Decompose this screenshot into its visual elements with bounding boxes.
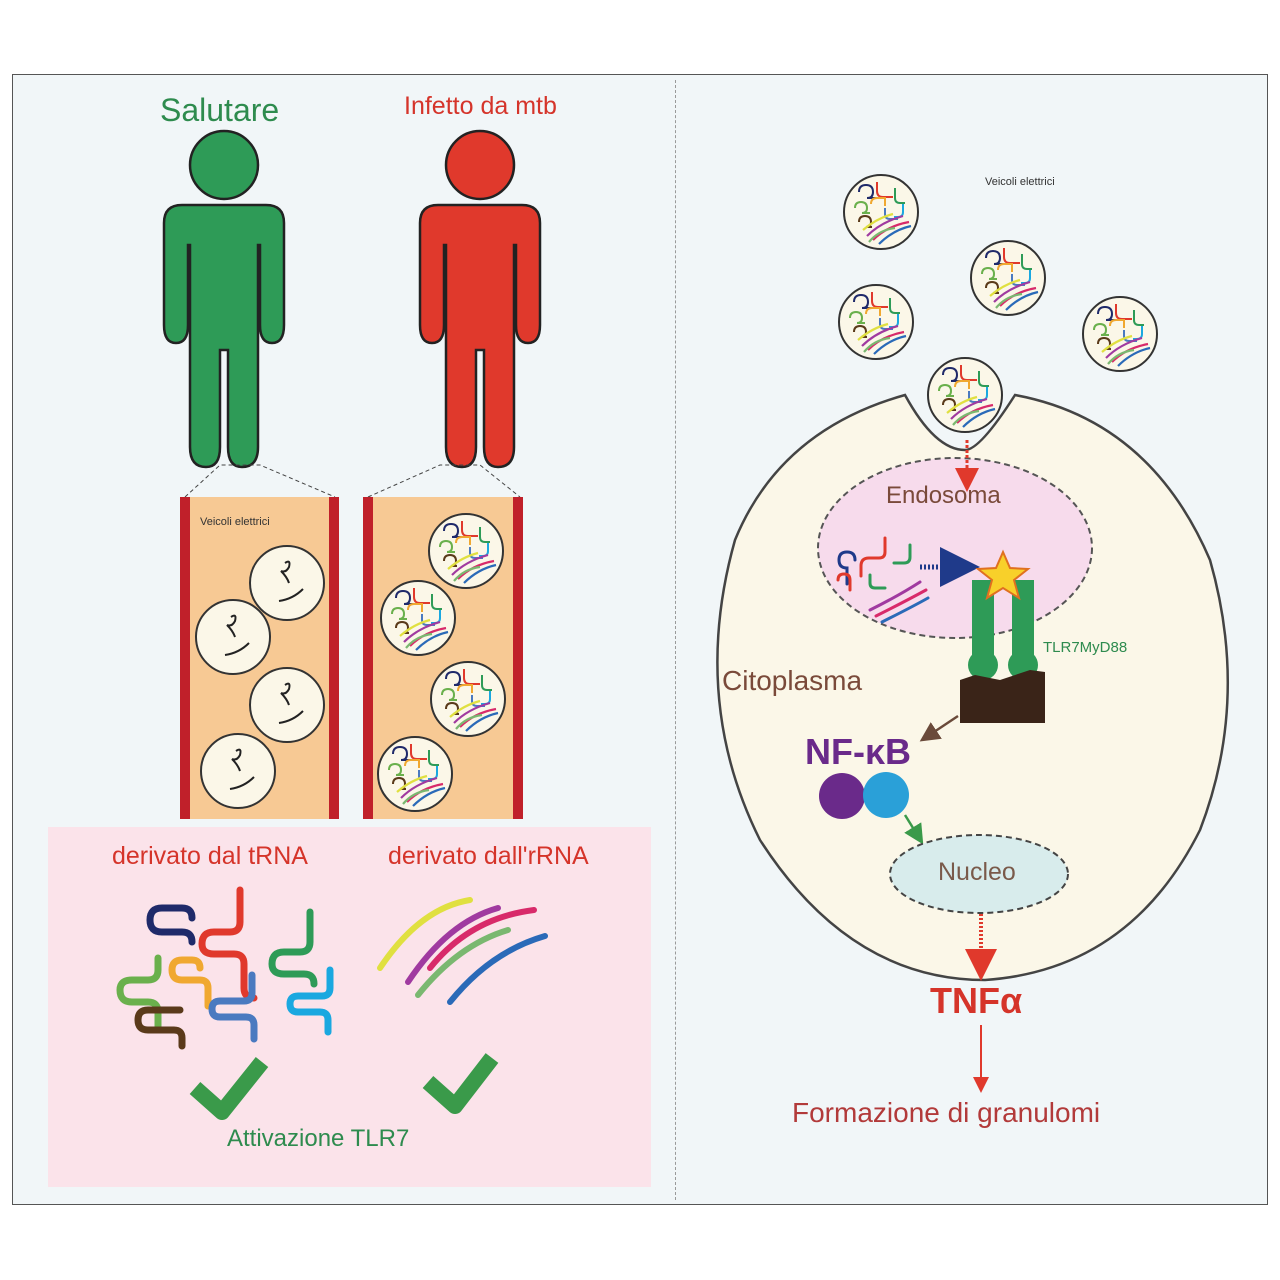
nfkb-p50-icon: [819, 773, 865, 819]
healthy-title: Salutare: [160, 92, 280, 128]
rna-vesicle-icon: [429, 514, 503, 588]
rna-vesicle-icon: [1083, 297, 1157, 371]
ev-label-right: Veicoli elettrici: [985, 176, 1055, 188]
entering-vesicle-icon: [928, 358, 1002, 432]
translocation-arrow: [903, 814, 924, 845]
plain-vesicle-icon: [200, 733, 276, 809]
zoom-lines: [184, 464, 521, 498]
endosome-label: Endosoma: [886, 482, 1001, 509]
trna-label: derivato dal tRNA: [112, 842, 308, 870]
panel-divider: [675, 80, 676, 1200]
nfkb-label: NF-κB: [805, 731, 912, 772]
plain-vesicle-icon: [195, 599, 271, 675]
receptor-label: TLR7MyD88: [1043, 639, 1128, 656]
plain-vesicle-icon: [249, 667, 325, 743]
rna-vesicle-icon: [431, 662, 505, 736]
tlr7-activation-label: Attivazione TLR7: [227, 1125, 410, 1152]
nfkb-p65-icon: [863, 772, 909, 818]
ev-label-left: Veicoli elettrici: [200, 516, 270, 528]
signal-arrow: [919, 714, 959, 742]
rna-vesicle-icon: [839, 285, 913, 359]
ligand-star-icon: [975, 549, 1031, 601]
healthy-person-icon: [162, 129, 286, 469]
rrna-label: derivato dall'rRNA: [388, 842, 589, 870]
nucleus-label: Nucleo: [938, 858, 1016, 886]
rna-vesicle-icon: [381, 581, 455, 655]
endosome-rna: [836, 536, 930, 624]
trna-fragments: [116, 886, 334, 1050]
cytoplasm-label: Citoplasma: [722, 665, 863, 696]
trna-checkmark-icon: [189, 1057, 269, 1120]
nucleus: [889, 834, 1069, 914]
rna-vesicle-icon: [378, 737, 452, 811]
rrna-checkmark-icon: [422, 1053, 499, 1114]
infected-title: Infetto da mtb: [404, 92, 557, 120]
granuloma-label: Formazione di granulomi: [792, 1097, 1101, 1128]
rna-vesicle-icon: [971, 241, 1045, 315]
rrna-fragments: [377, 897, 548, 1005]
infected-person-icon: [418, 129, 542, 469]
tlr7-receptor: [960, 580, 1045, 723]
tnf-label: TNFα: [930, 980, 1023, 1021]
plain-vesicle-icon: [249, 545, 325, 621]
rna-vesicle-icon: [844, 175, 918, 249]
